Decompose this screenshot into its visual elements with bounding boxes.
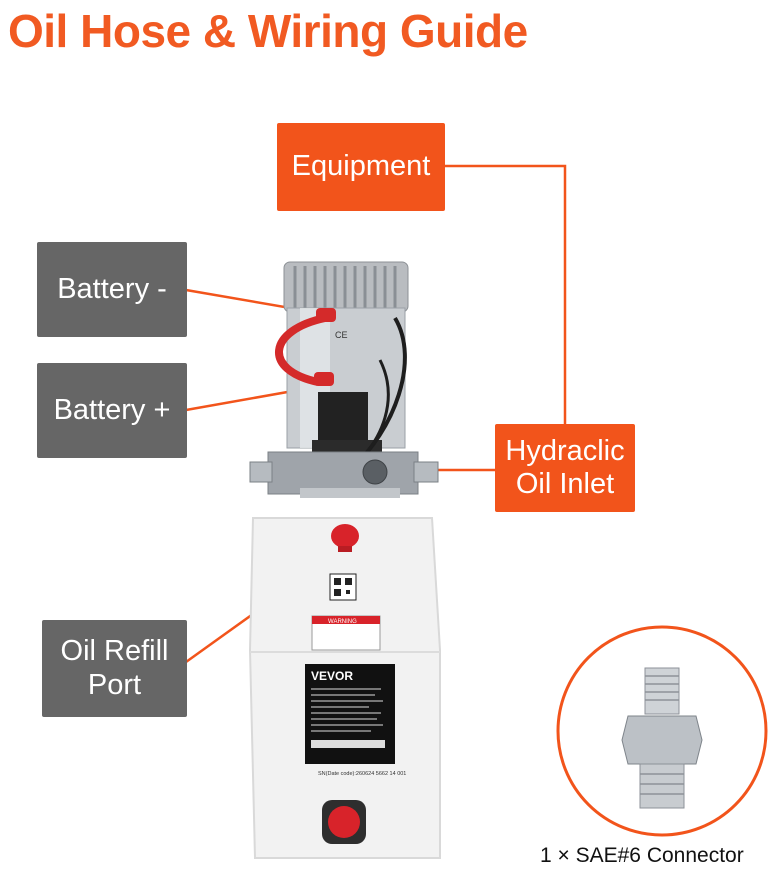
battery-positive-label: Battery + [53, 393, 171, 426]
hydraulic-inlet-label: Hydraclic Oil Inlet [505, 434, 625, 500]
brand-label: VEVOR [311, 669, 353, 683]
ce-mark: CE [335, 330, 348, 340]
serial-label: SN(Date code):260624 5662 14 001 [318, 771, 406, 777]
reservoir-tank: WARNING VEVOR SN(Date code):260624 5662 … [248, 517, 441, 859]
warning-label: WARNING [328, 619, 357, 625]
oil-refill-label: Oil Refill Port [60, 635, 169, 701]
battery-negative-callout: Battery - [37, 242, 187, 337]
oil-refill-callout: Oil Refill Port [42, 620, 187, 717]
connector-inset [556, 625, 768, 837]
page-title: Oil Hose & Wiring Guide [8, 5, 528, 57]
equipment-leader [445, 164, 567, 428]
hydraulic-inlet-callout: Hydraclic Oil Inlet [495, 424, 635, 512]
manifold [249, 451, 439, 498]
equipment-callout: Equipment [277, 123, 445, 211]
battery-negative-label: Battery - [57, 272, 167, 305]
equipment-label: Equipment [291, 150, 431, 183]
battery-positive-callout: Battery + [37, 363, 187, 458]
connector-caption: 1 × SAE#6 Connector [540, 844, 744, 867]
